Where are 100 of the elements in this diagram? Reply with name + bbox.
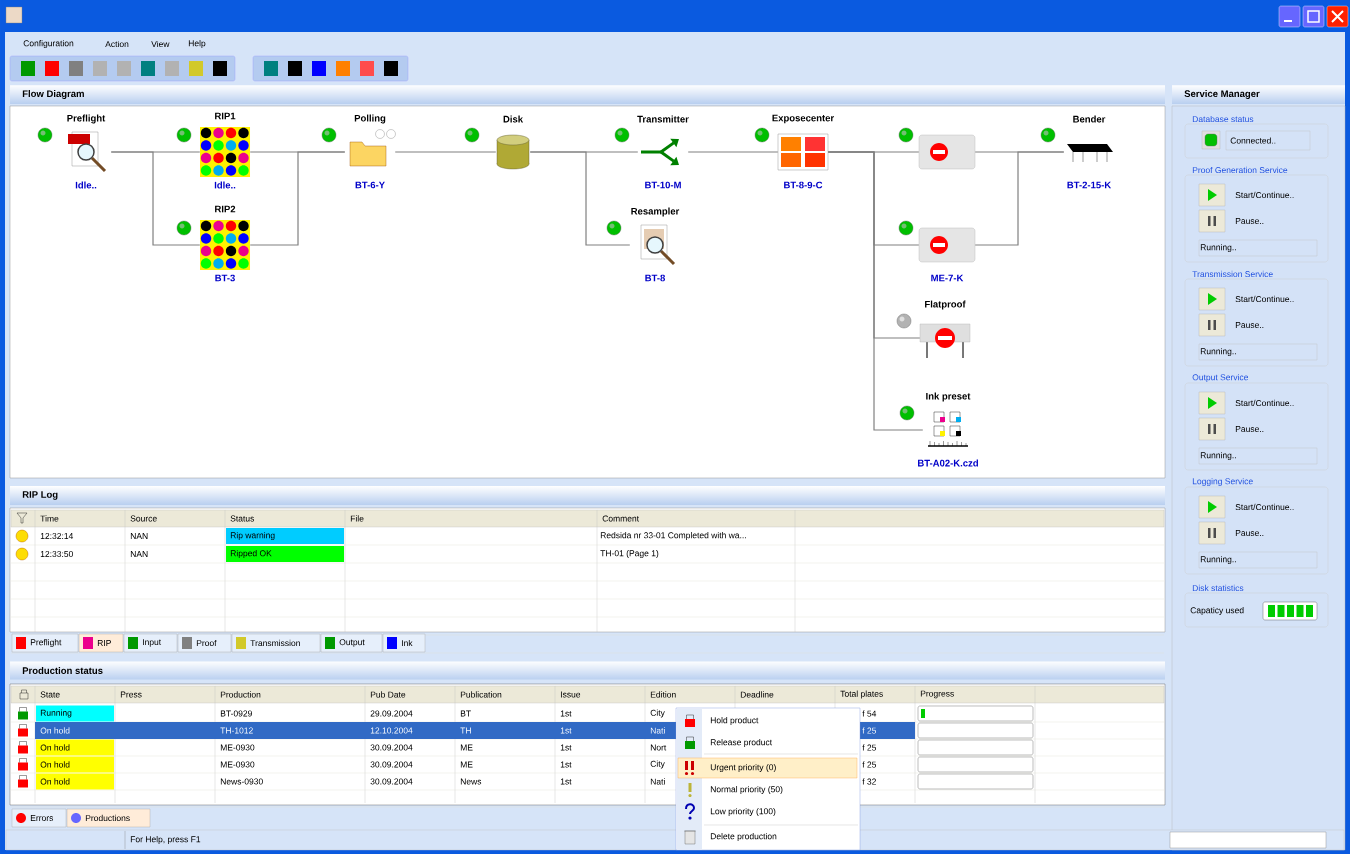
button-label: Start/Continue.. <box>1235 399 1294 407</box>
column-header: Press <box>120 691 142 698</box>
panel-title: Production status <box>22 667 103 674</box>
time-text: 12:33:50 <box>40 551 73 557</box>
column-header: Comment <box>602 515 639 522</box>
button-label: Start/Continue.. <box>1235 295 1294 303</box>
node-title: Transmitter <box>637 115 689 123</box>
pub-date: 30.09.2004 <box>370 778 413 785</box>
source-text: NAN <box>130 533 148 539</box>
plate-count: f 25 <box>862 727 876 734</box>
tab: Transmission <box>231 633 321 653</box>
pub-date: 29.09.2004 <box>370 710 413 717</box>
column-header: Issue <box>561 691 581 698</box>
status-text: BT-10-M <box>645 181 681 189</box>
status-text: BT-A02-K.czd <box>918 459 978 467</box>
production-name: ME-0930 <box>220 744 255 751</box>
group-title: Proof Generation Service <box>1190 166 1290 174</box>
edition-name: City <box>650 760 665 769</box>
tab: Input <box>123 633 178 653</box>
column-header: Source <box>130 515 157 522</box>
status-text: For Help, press F1 <box>130 836 201 844</box>
status-text: Idle.. <box>75 181 97 189</box>
panel-title: RIP Log <box>22 491 58 500</box>
meter-label: Capaticy used <box>1190 607 1244 615</box>
panel-title: Flow Diagram <box>22 90 84 99</box>
publication-name: BT <box>460 710 471 717</box>
button-label: Pause.. <box>1235 530 1264 536</box>
column-header: Progress <box>920 690 954 699</box>
status-text: BT-8-9-C <box>784 181 823 189</box>
tab: Preflight <box>11 633 79 653</box>
tab: RIP <box>78 633 124 653</box>
tab: Productions <box>66 808 151 828</box>
status-text: BT-3 <box>215 274 235 282</box>
tab: Errors <box>11 808 67 828</box>
status-cell: Ripped OK <box>226 546 344 562</box>
status-cell: Rip warning <box>226 528 344 544</box>
node-title: RIP1 <box>215 112 236 120</box>
tab: Output <box>320 633 383 653</box>
group-title: Logging Service <box>1190 478 1256 486</box>
issue-number: 1st <box>560 727 572 734</box>
button-label: Pause.. <box>1235 426 1264 432</box>
issue-number: 1st <box>560 710 572 717</box>
column-header: State <box>40 691 60 698</box>
edition-name: Nati <box>650 727 665 734</box>
connector-line <box>687 151 779 153</box>
plate-count: f 54 <box>862 710 877 717</box>
column-header: Time <box>40 515 59 522</box>
status-text: Idle.. <box>214 181 236 189</box>
edition-name: Nati <box>650 778 665 785</box>
plate-count: f 32 <box>862 778 876 785</box>
node-title: Preflight <box>67 114 106 124</box>
state-cell: On hold <box>36 756 114 773</box>
highlighted-menu-item: Urgent priority (0) <box>677 757 858 779</box>
menu-item: View <box>151 40 170 48</box>
menu-item: Action <box>105 40 129 48</box>
tab: Proof <box>177 633 232 653</box>
publication-name: TH <box>460 727 471 734</box>
button-label: Pause.. <box>1235 322 1264 328</box>
group-title: Disk statistics <box>1190 584 1246 592</box>
comment-text: TH-01 (Page 1) <box>600 550 659 558</box>
node-title: Resampler <box>631 207 680 217</box>
pub-date: 30.09.2004 <box>370 761 413 768</box>
plate-count: f 25 <box>862 744 876 751</box>
status-text: BT-6-Y <box>355 181 385 189</box>
menu-item: Help <box>188 40 206 48</box>
production-name: TH-1012 <box>220 727 253 734</box>
status-text: ME-7-K <box>931 274 964 282</box>
column-header: Production <box>220 691 261 698</box>
time-text: 12:32:14 <box>40 533 74 539</box>
node-title: Polling <box>354 114 386 124</box>
button-label: Start/Continue.. <box>1235 503 1294 511</box>
connector-line <box>394 151 497 153</box>
column-header: File <box>350 515 364 522</box>
connector-line <box>110 151 201 246</box>
pub-date: 12.10.2004 <box>370 727 413 734</box>
status-text: BT-8 <box>645 274 665 282</box>
node-title: Bender <box>1073 115 1106 123</box>
production-name: ME-0930 <box>220 761 255 768</box>
column-header: Status <box>230 515 254 522</box>
plate-count: f 25 <box>862 761 876 768</box>
status-field: Running.. <box>1198 239 1318 257</box>
column-header: Pub Date <box>370 691 406 698</box>
group-title: Database status <box>1190 115 1256 123</box>
node-title: Flatproof <box>925 300 966 310</box>
node-title: Ink preset <box>926 392 971 402</box>
pub-date: 30.09.2004 <box>370 744 413 751</box>
connector-line <box>249 151 346 246</box>
column-header: Total plates <box>840 690 883 699</box>
connector-line <box>529 151 631 246</box>
node-title: RIP2 <box>215 205 236 213</box>
issue-number: 1st <box>560 761 572 768</box>
menu-item: Delete production <box>710 833 777 841</box>
state-cell: On hold <box>36 773 114 790</box>
publication-name: News <box>460 778 482 785</box>
source-text: NAN <box>130 551 148 557</box>
menu-item: Low priority (100) <box>710 808 776 816</box>
edition-name: Nort <box>650 744 667 751</box>
production-name: News-0930 <box>220 778 263 785</box>
state-cell: Running <box>36 705 114 722</box>
edition-name: City <box>650 709 665 718</box>
